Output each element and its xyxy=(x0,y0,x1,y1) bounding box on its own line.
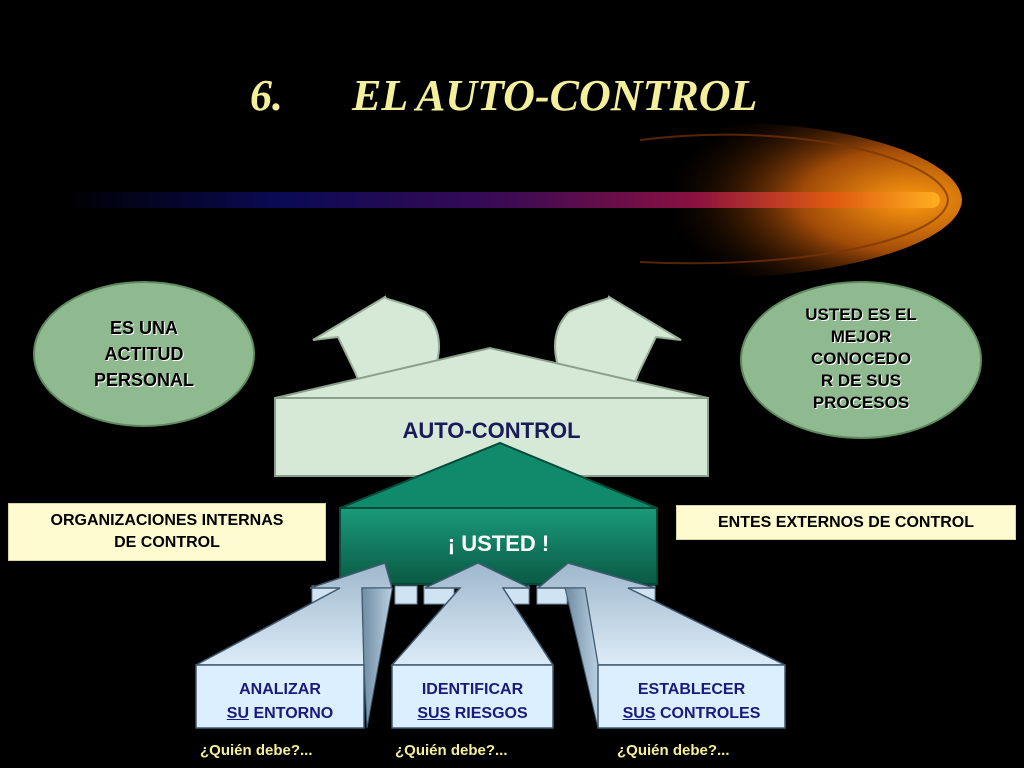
ellipse-right-line: MEJOR xyxy=(830,327,892,346)
ellipse-left xyxy=(33,281,255,427)
arrow-block-identificar xyxy=(390,562,555,729)
arrow-block-analizar xyxy=(195,562,393,729)
auto-control-label: AUTO-CONTROL xyxy=(402,418,581,443)
arrow-label-line2: SU ENTORNO xyxy=(226,705,334,722)
ellipse-left-line: PERSONAL xyxy=(93,370,194,390)
title-number: 6. xyxy=(250,71,283,120)
arrow-label-line1: IDENTIFICAR xyxy=(421,681,524,698)
ellipse-right-line: USTED ES EL xyxy=(805,305,917,324)
arrow-block-establecer xyxy=(535,562,786,729)
usted-label: ¡ USTED ! xyxy=(447,531,550,556)
arrow-label-establecer: ESTABLECER SUS CONTROLES xyxy=(598,678,785,726)
comet-decoration xyxy=(60,122,962,279)
ellipse-right-line: CONOCEDO xyxy=(810,349,912,368)
page-title: 6. EL AUTO-CONTROL xyxy=(0,70,1024,130)
internal-control-line: DE CONTROL xyxy=(114,534,220,551)
arrow-label-identificar: IDENTIFICAR SUS RIESGOS xyxy=(392,678,553,726)
caption-quien-2: ¿Quién debe?... xyxy=(395,742,508,759)
ellipse-right xyxy=(740,281,982,439)
title-text: EL AUTO-CONTROL xyxy=(352,71,758,120)
ellipse-right-line: PROCESOS xyxy=(812,393,910,412)
ellipse-left-line: ACTITUD xyxy=(104,344,184,364)
ellipse-left-line: ES UNA xyxy=(109,318,178,338)
arrow-label-analizar: ANALIZAR SU ENTORNO xyxy=(196,678,364,726)
external-control-label: ENTES EXTERNOS DE CONTROL xyxy=(717,513,975,531)
external-control-box: ENTES EXTERNOS DE CONTROL xyxy=(676,505,1016,540)
comet-streak xyxy=(60,192,940,208)
internal-control-box: ORGANIZACIONES INTERNAS DE CONTROL xyxy=(8,503,326,561)
arrow-label-line1: ANALIZAR xyxy=(239,681,321,698)
caption-quien-1: ¿Quién debe?... xyxy=(200,742,313,759)
ellipse-right-label: USTED ES EL MEJOR CONOCEDO R DE SUS PROC… xyxy=(761,304,961,414)
arrow-label-line2: SUS CONTROLES xyxy=(622,705,761,722)
usted-house xyxy=(311,441,658,605)
arrow-label-line2: SUS RIESGOS xyxy=(417,705,528,722)
arrow-label-line1: ESTABLECER xyxy=(637,681,746,698)
caption-quien-3: ¿Quién debe?... xyxy=(617,742,730,759)
ellipse-right-line: R DE SUS xyxy=(820,371,902,390)
internal-control-line: ORGANIZACIONES INTERNAS xyxy=(50,512,284,529)
ellipse-left-label: ES UNA ACTITUD PERSONAL xyxy=(44,315,244,393)
